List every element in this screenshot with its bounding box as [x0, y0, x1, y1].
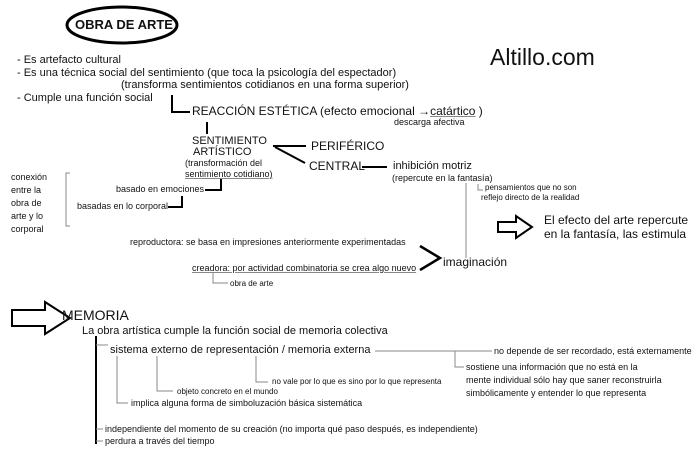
inhibicion: inhibición motriz — [393, 160, 472, 172]
inhibicion-note: (repercute en la fantasía) — [392, 173, 493, 183]
conexion: obra de — [11, 198, 42, 208]
pensamientos: reflejo directo de la realidad — [481, 193, 580, 202]
title-ellipse — [65, 5, 179, 45]
descarga-afectiva: descarga afectiva — [394, 117, 465, 127]
efecto: en la fantasía, las estimula — [544, 227, 687, 241]
sostiene: simbólicamente y entender lo que represe… — [466, 388, 647, 398]
implica: implica alguna forma de simboluzación bá… — [131, 398, 363, 408]
obra-de-arte: obra de arte — [230, 279, 274, 288]
basadas-corporal: basadas en lo corporal — [77, 201, 169, 211]
sentimiento-note: (transformación del — [185, 158, 263, 168]
independiente: independiente del momento de su creación… — [105, 424, 478, 434]
feature-note: (transforma sentimientos cotidianos en u… — [121, 79, 409, 91]
sentimiento-line1: SENTIMIENTO — [192, 135, 267, 147]
watermark: Altillo.com — [490, 44, 595, 70]
memoria-title: MEMORIA — [62, 307, 129, 323]
imaginacion: imaginación — [443, 255, 508, 269]
title: OBRA DE ARTE — [75, 17, 173, 32]
conexion: corporal — [11, 224, 44, 234]
feature: - Cumple una función social — [17, 92, 153, 104]
no-vale: no vale por lo que es sino por lo que re… — [272, 377, 442, 386]
efecto: El efecto del arte repercute — [544, 213, 689, 227]
reaccion-estetica: REACCIÓN ESTÉTICA (efecto emocional →cat… — [192, 105, 483, 117]
objeto-concreto: objeto concreto en el mundo — [177, 387, 278, 396]
arrow-right-icon — [11, 300, 72, 336]
central: CENTRAL — [309, 159, 366, 173]
conexion: conexión — [11, 172, 48, 182]
sostiene: sostiene una información que no está en … — [466, 362, 638, 372]
no-depende: no depende de ser recordado, está extern… — [494, 346, 692, 356]
catartico: catártico — [430, 104, 476, 118]
periferico: PERIFÉRICO — [311, 139, 385, 153]
conexion: arte y lo — [11, 211, 44, 221]
sostiene: mente individual sólo hay que saner reco… — [466, 375, 662, 385]
arrow-right-icon — [497, 214, 534, 240]
paren: ) — [478, 104, 483, 118]
creadora: creadora: por actividad combinatoria se … — [192, 263, 417, 273]
perdura: perdura a través del tiempo — [105, 436, 215, 446]
memoria-intro: La obra artística cumple la función soci… — [82, 325, 388, 337]
sentimiento-line2: ARTÍSTICO — [193, 146, 252, 158]
conexion: entre la — [11, 185, 42, 195]
feature: - Es artefacto cultural — [17, 54, 121, 66]
reaccion-label: REACCIÓN ESTÉTICA (efecto emocional → — [192, 104, 431, 118]
feature: - Es una técnica social del sentimiento … — [17, 67, 397, 79]
pensamientos: pensamientos que no son — [485, 183, 577, 192]
basado-emociones: basado en emociones — [116, 184, 205, 194]
sistema-externo: sistema externo de representación / memo… — [110, 344, 371, 356]
reproductora: reproductora: se basa en impresiones ant… — [130, 237, 406, 247]
sentimiento-note: sentimiento cotidiano) — [185, 169, 273, 179]
